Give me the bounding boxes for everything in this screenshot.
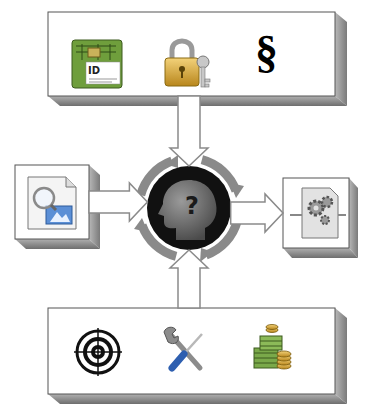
center-circle: ? (147, 166, 231, 250)
bottom-box (48, 308, 335, 394)
ring-arrowheads (134, 155, 244, 262)
gear-document-icon (290, 188, 346, 238)
block-arrow (170, 250, 208, 308)
money-icon (254, 325, 291, 370)
tools-icon (164, 327, 202, 368)
document-search-icon (28, 177, 76, 229)
head-circle (147, 166, 231, 250)
question-mark: ? (185, 194, 199, 218)
box-right (283, 178, 358, 258)
box-top (48, 12, 347, 106)
id-card-icon (72, 40, 122, 88)
top-box: ID § (48, 12, 335, 96)
padlock-icon (165, 41, 210, 87)
input-box (15, 165, 89, 239)
target-icon (74, 328, 122, 376)
block-arrow (89, 183, 147, 221)
card-label: ID (88, 66, 100, 76)
output-box (283, 178, 349, 248)
box-left (15, 165, 100, 249)
block-arrow (170, 96, 208, 166)
section-sign: § (255, 29, 278, 75)
cycle-ring (141, 160, 238, 257)
block-arrow (231, 194, 283, 232)
box-bottom (48, 308, 347, 404)
